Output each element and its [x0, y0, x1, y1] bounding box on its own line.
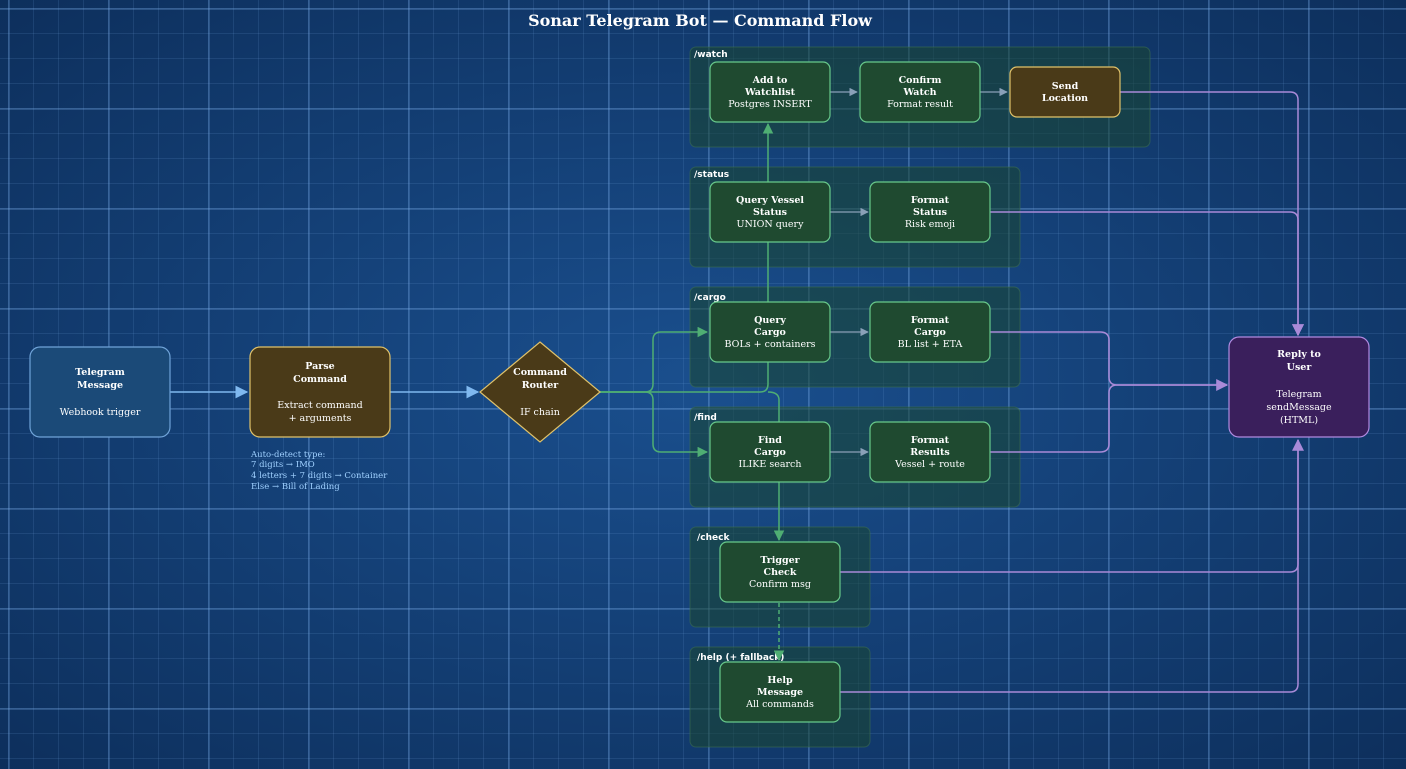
note-line: Auto-detect type:: [250, 450, 325, 460]
node-trigger-check[interactable]: Trigger Check Confirm msg: [719, 541, 841, 603]
node-title-line: Command: [513, 367, 567, 378]
note-line: 4 letters + 7 digits → Container: [251, 471, 388, 481]
node-format-results[interactable]: Format Results Vessel + route: [869, 421, 991, 483]
node-title-line: Cargo: [754, 447, 786, 458]
node-add-to-watchlist[interactable]: Add to Watchlist Postgres INSERT: [709, 61, 831, 123]
node-detail-line: Extract command: [277, 400, 362, 411]
node-detail-line: Risk emoji: [905, 219, 955, 230]
node-title-line: Location: [1042, 93, 1088, 104]
node-title-line: Format: [911, 195, 950, 206]
node-detail-line: BL list + ETA: [898, 339, 963, 350]
node-title-line: Add to: [752, 75, 788, 86]
node-format-cargo[interactable]: Format Cargo BL list + ETA: [869, 301, 991, 363]
node-detail-line: Telegram: [1276, 389, 1321, 400]
node-detail-line: IF chain: [520, 407, 560, 418]
edge-help-to-reply: [840, 440, 1299, 693]
node-title-line: Format: [911, 315, 950, 326]
node-title-line: Results: [910, 447, 950, 458]
node-help-message[interactable]: Help Message All commands: [719, 661, 841, 723]
node-find-cargo[interactable]: Find Cargo ILIKE search: [709, 421, 831, 483]
node-detail-line: UNION query: [737, 219, 805, 230]
node-title-line: Cargo: [914, 327, 946, 338]
group-label-cargo: /cargo: [694, 293, 726, 303]
node-title-line: Check: [764, 567, 797, 578]
node-title-line: Format: [911, 435, 950, 446]
node-detail-line: Vessel + route: [894, 459, 965, 470]
edge-find-format-to-reply: [990, 384, 1227, 453]
node-detail-line: All commands: [745, 699, 814, 710]
node-title-line: Confirm: [899, 75, 942, 86]
node-title-line: Query: [754, 315, 786, 326]
node-command-router[interactable]: Command Router IF chain: [479, 341, 601, 443]
edge-location-to-reply: [1120, 91, 1304, 337]
node-title-line: Watchlist: [744, 87, 796, 98]
note-line: 7 digits → IMO: [251, 460, 315, 470]
node-title-line: Reply to: [1277, 349, 1321, 360]
node-detail-line: ILIKE search: [738, 459, 801, 470]
node-title-line: Help: [767, 675, 793, 686]
node-detail-line: Format result: [887, 99, 953, 110]
node-detail-line: Confirm msg: [749, 579, 811, 590]
node-query-cargo[interactable]: Query Cargo BOLs + containers: [709, 301, 831, 363]
node-detail-line: + arguments: [289, 413, 352, 424]
edge-router-to-status-watch: [600, 122, 774, 393]
edge-cargo-format-to-reply: [990, 331, 1229, 391]
node-title-line: Message: [757, 687, 803, 698]
node-title-line: Parse: [305, 361, 334, 372]
node-telegram-message[interactable]: Telegram Message Webhook trigger: [29, 346, 171, 438]
node-title-line: Command: [293, 374, 347, 385]
node-reply-to-user[interactable]: Reply to User Telegram sendMessage (HTML…: [1228, 336, 1370, 438]
node-query-vessel-status[interactable]: Query Vessel Status UNION query: [709, 181, 831, 243]
note-line: Else → Bill of Lading: [251, 482, 340, 492]
diagram-title: Sonar Telegram Bot — Command Flow: [528, 11, 873, 30]
node-title-line: Telegram: [75, 367, 125, 378]
node-detail-line: (HTML): [1280, 415, 1318, 426]
node-title-line: Query Vessel: [736, 195, 804, 206]
node-detail-line: BOLs + containers: [725, 339, 816, 350]
node-detail-line: Postgres INSERT: [728, 99, 812, 110]
node-title-line: Message: [77, 380, 123, 391]
node-format-status[interactable]: Format Status Risk emoji: [869, 181, 991, 243]
node-title-line: Router: [522, 380, 560, 391]
node-title-line: Trigger: [760, 555, 800, 566]
node-title-line: Status: [753, 207, 787, 218]
auto-detect-note: Auto-detect type: 7 digits → IMO 4 lette…: [250, 450, 388, 492]
edge-status-format-to-reply: [990, 211, 1304, 337]
group-label-status: /status: [694, 170, 729, 180]
group-label-help: /help (+ fallback): [697, 653, 784, 663]
node-detail-line: sendMessage: [1266, 402, 1332, 413]
node-title-line: Watch: [902, 87, 936, 98]
node-confirm-watch[interactable]: Confirm Watch Format result: [859, 61, 981, 123]
edge-router-to-check: [767, 391, 785, 542]
group-label-watch: /watch: [694, 50, 728, 60]
node-send-location[interactable]: Send Location: [1009, 66, 1121, 118]
node-parse-command[interactable]: Parse Command Extract command + argument…: [249, 346, 391, 438]
node-title-line: Cargo: [754, 327, 786, 338]
node-title-line: Status: [913, 207, 947, 218]
group-label-find: /find: [694, 413, 717, 423]
node-title-line: Find: [758, 435, 782, 446]
node-title-line: User: [1287, 362, 1313, 373]
node-title-line: Send: [1052, 81, 1079, 92]
node-detail-line: Webhook trigger: [60, 407, 141, 418]
group-label-check: /check: [697, 533, 730, 543]
